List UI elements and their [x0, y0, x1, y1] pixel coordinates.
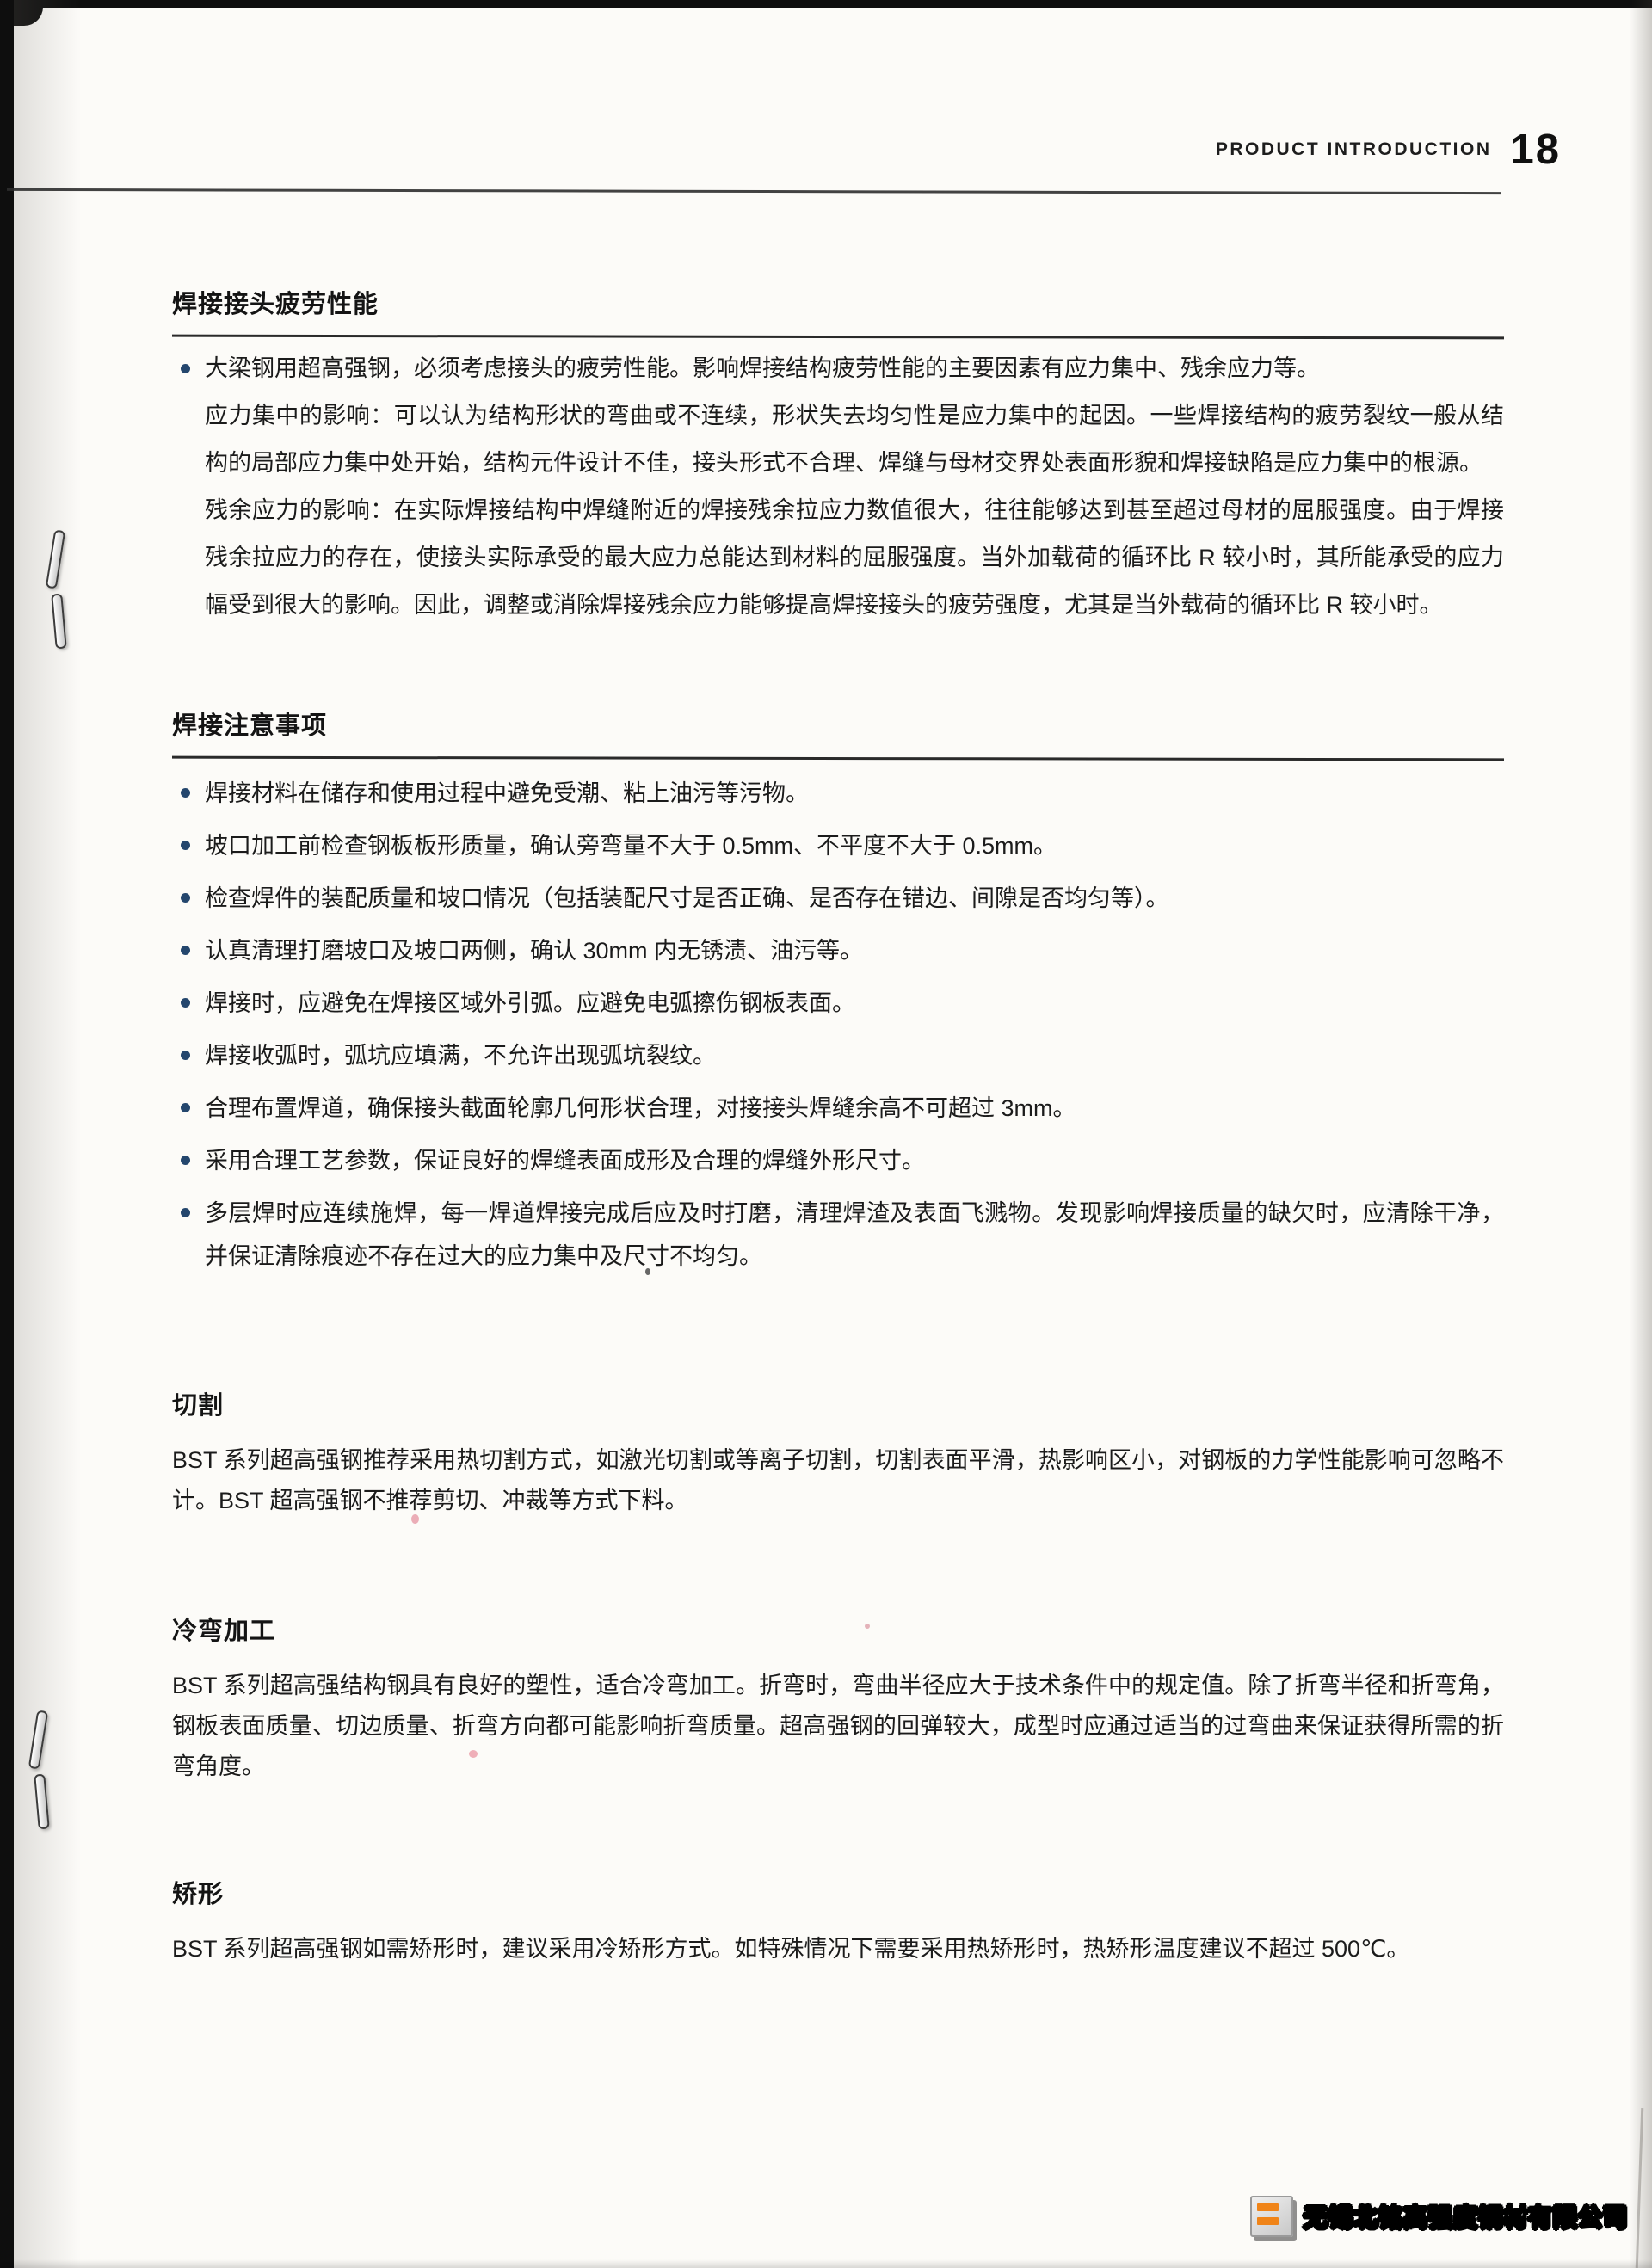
bullet-icon — [181, 998, 190, 1008]
list-item: 焊接材料在储存和使用过程中避免受潮、粘上油污等污物。 — [172, 772, 1504, 815]
bullet-icon — [181, 1103, 190, 1112]
paragraph: 残余应力的影响：在实际焊接结构中焊缝附近的焊接残余拉应力数值很大，往往能够达到甚… — [205, 497, 1504, 618]
scan-bottom-shadow — [0, 2259, 1652, 2268]
section-title: 切割 — [172, 1392, 225, 1420]
bullet-text: 认真清理打磨坡口及坡口两侧，确认 30mm 内无锈渍、油污等。 — [205, 938, 864, 964]
bullet-icon — [181, 1208, 190, 1217]
list-item: 焊接收弧时，弧坑应填满，不允许出现弧坑裂纹。 — [172, 1034, 1504, 1077]
paragraph: 应力集中的影响：可以认为结构形状的弯曲或不连续，形状失去均匀性是应力集中的起因。… — [205, 403, 1504, 476]
scan-speck — [411, 1514, 419, 1524]
list-item: 大梁钢用超高强钢，必须考虑接头的疲劳性能。影响焊接结构疲劳性能的主要因素有应力集… — [172, 345, 1504, 392]
list-item: 合理布置焊道，确保接头截面轮廓几何形状合理，对接接头焊缝余高不可超过 3mm。 — [172, 1087, 1504, 1130]
section-title-rule — [171, 334, 1505, 340]
section-straightening: 矫形 BST 系列超高强钢如需矫形时，建议采用冷矫形方式。如特殊情况下需要采用热… — [172, 1874, 1504, 1969]
paragraph: BST 系列超高强结构钢具有良好的塑性，适合冷弯加工。折弯时，弯曲半径应大于技术… — [172, 1673, 1504, 1779]
company-name: 无锡北铭高强度钢材有限公司 — [1303, 2203, 1628, 2232]
bullet-text: 采用合理工艺参数，保证良好的焊缝表面成形及合理的焊缝外形尺寸。 — [205, 1148, 925, 1174]
company-logo: 无锡北铭高强度钢材有限公司 — [1249, 2196, 1628, 2237]
scan-speck — [865, 1624, 870, 1629]
paragraph: BST 系列超高强钢如需矫形时，建议采用冷矫形方式。如特殊情况下需要采用热矫形时… — [172, 1936, 1410, 1962]
logo-orange-bar — [1256, 2217, 1279, 2225]
list-item: 坡口加工前检查钢板板形质量，确认旁弯量不大于 0.5mm、不平度不大于 0.5m… — [172, 824, 1504, 867]
bullet-text: 焊接材料在储存和使用过程中避免受潮、粘上油污等污物。 — [205, 780, 809, 806]
bullet-text: 多层焊时应连续施焊，每一焊道焊接完成后应及时打磨，清理焊渣及表面飞溅物。发现影响… — [205, 1200, 1504, 1269]
scan-speck — [645, 1268, 650, 1275]
list-item: 多层焊时应连续施焊，每一焊道焊接完成后应及时打磨，清理焊渣及表面飞溅物。发现影响… — [172, 1192, 1504, 1278]
page-header: PRODUCT INTRODUCTION 18 — [1216, 126, 1561, 174]
paragraph: BST 系列超高强钢推荐采用热切割方式，如激光切割或等离子切割，切割表面平滑，热… — [172, 1447, 1504, 1513]
bullet-icon — [181, 1051, 190, 1060]
bullet-text: 检查焊件的装配质量和坡口情况（包括装配尺寸是否正确、是否存在错边、间隙是否均匀等… — [205, 885, 1169, 911]
header-title: PRODUCT INTRODUCTION — [1215, 139, 1492, 159]
section-weld-joint-fatigue: 焊接接头疲劳性能 大梁钢用超高强钢，必须考虑接头的疲劳性能。影响焊接结构疲劳性能… — [171, 284, 1505, 629]
list-item: 检查焊件的装配质量和坡口情况（包括装配尺寸是否正确、是否存在错边、间隙是否均匀等… — [172, 877, 1504, 920]
section-cold-bending: 冷弯加工 BST 系列超高强结构钢具有良好的塑性，适合冷弯加工。折弯时，弯曲半径… — [172, 1611, 1504, 1787]
scan-corner-shadow — [0, 0, 43, 26]
bullet-icon — [181, 788, 190, 798]
section-title: 焊接接头疲劳性能 — [172, 291, 379, 318]
page-number: 18 — [1510, 126, 1561, 173]
scan-left-shading — [14, 0, 81, 2268]
scan-speck — [469, 1750, 478, 1758]
bullet-text: 大梁钢用超高强钢，必须考虑接头的疲劳性能。影响焊接结构疲劳性能的主要因素有应力集… — [205, 355, 1320, 381]
section-title: 冷弯加工 — [172, 1618, 276, 1645]
bullet-icon — [181, 1156, 190, 1165]
section-title: 焊接注意事项 — [172, 712, 328, 740]
bullet-text: 焊接时，应避免在焊接区域外引弧。应避免电弧擦伤钢板表面。 — [205, 990, 855, 1016]
list-item: 采用合理工艺参数，保证良好的焊缝表面成形及合理的焊缝外形尺寸。 — [172, 1139, 1504, 1182]
company-logo-icon — [1249, 2196, 1293, 2237]
bullet-text: 焊接收弧时，弧坑应填满，不允许出现弧坑裂纹。 — [205, 1043, 716, 1069]
bullet-icon — [181, 893, 190, 903]
section-title-rule — [171, 755, 1505, 761]
logo-orange-bar — [1256, 2203, 1279, 2211]
bullet-icon — [181, 364, 190, 373]
bullet-icon — [181, 841, 190, 850]
header-rule — [6, 188, 1501, 195]
list-item: 焊接时，应避免在焊接区域外引弧。应避免电弧擦伤钢板表面。 — [172, 982, 1504, 1025]
bullet-text: 合理布置焊道，确保接头截面轮廓几何形状合理，对接接头焊缝余高不可超过 3mm。 — [205, 1095, 1076, 1121]
section-title: 矫形 — [172, 1881, 225, 1908]
bullet-icon — [181, 946, 190, 955]
scan-edge-left — [0, 0, 14, 2268]
section-welding-notes: 焊接注意事项 焊接材料在储存和使用过程中避免受潮、粘上油污等污物。 坡口加工前检… — [171, 706, 1505, 1287]
scan-right-shadow — [1630, 0, 1652, 2268]
scan-edge-top — [0, 0, 1652, 8]
list-item: 认真清理打磨坡口及坡口两侧，确认 30mm 内无锈渍、油污等。 — [172, 929, 1504, 972]
section-cutting: 切割 BST 系列超高强钢推荐采用热切割方式，如激光切割或等离子切割，切割表面平… — [172, 1385, 1504, 1521]
bullet-text: 坡口加工前检查钢板板形质量，确认旁弯量不大于 0.5mm、不平度不大于 0.5m… — [205, 833, 1057, 859]
